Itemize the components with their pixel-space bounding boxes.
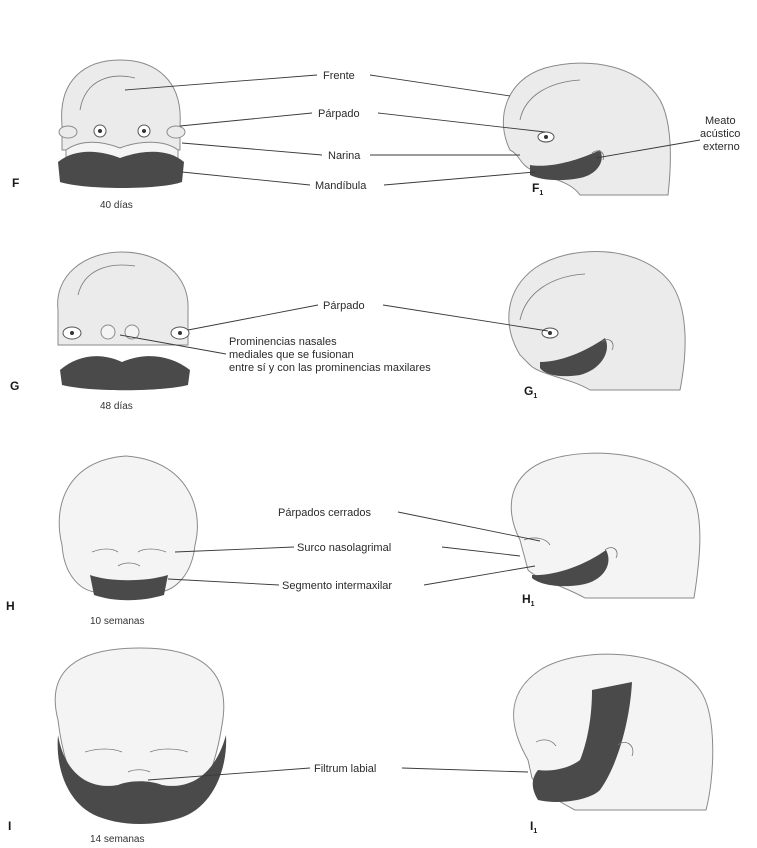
letter-g: G: [10, 379, 19, 393]
row-g: Párpado Prominencias nasales mediales qu…: [10, 251, 685, 412]
lateral-head-i: [514, 654, 713, 810]
stage-10-semanas: 10 semanas: [90, 616, 144, 627]
label-surco-nasolagrimal: Surco nasolagrimal: [297, 542, 391, 554]
letter-i1: I1: [530, 819, 537, 835]
label-externo: externo: [703, 141, 740, 153]
row-f: Frente Párpado Narina Mandíbula Meato ac…: [12, 60, 740, 211]
stage-40-dias: 40 días: [100, 200, 133, 211]
row-i: Filtrum labial I I1 14 semanas: [8, 648, 713, 845]
stage-48-dias: 48 días: [100, 401, 133, 412]
letter-g1: G1: [524, 384, 537, 400]
label-parpado-f: Párpado: [318, 108, 360, 120]
label-mandibula: Mandíbula: [315, 180, 367, 192]
label-segmento-intermaxilar: Segmento intermaxilar: [282, 580, 392, 592]
letter-i: I: [8, 819, 11, 833]
frontal-head-g: [58, 252, 190, 390]
label-narina: Narina: [328, 150, 361, 162]
stage-14-semanas: 14 semanas: [90, 834, 144, 845]
label-parpado-g: Párpado: [323, 300, 365, 312]
label-nasal-2: mediales que se fusionan: [229, 349, 354, 361]
lateral-head-g: [509, 251, 685, 390]
letter-f: F: [12, 176, 19, 190]
letter-f1: F1: [532, 181, 543, 197]
label-filtrum-labial: Filtrum labial: [314, 763, 376, 775]
label-acustico: acústico: [700, 128, 740, 140]
label-meato: Meato: [705, 115, 736, 127]
row-h: Párpados cerrados Surco nasolagrimal Seg…: [6, 453, 700, 627]
label-parpados-cerrados: Párpados cerrados: [278, 507, 371, 519]
lateral-head-f: [503, 63, 670, 195]
letter-h1: H1: [522, 592, 535, 608]
frontal-head-i: [55, 648, 226, 824]
lateral-head-h: [511, 453, 700, 598]
frontal-head-f: [58, 60, 185, 188]
letter-h: H: [6, 599, 15, 613]
label-nasal-3: entre sí y con las prominencias maxilare…: [229, 362, 431, 374]
label-frente: Frente: [323, 70, 355, 82]
frontal-head-h: [59, 456, 197, 600]
label-nasal-1: Prominencias nasales: [229, 336, 337, 348]
